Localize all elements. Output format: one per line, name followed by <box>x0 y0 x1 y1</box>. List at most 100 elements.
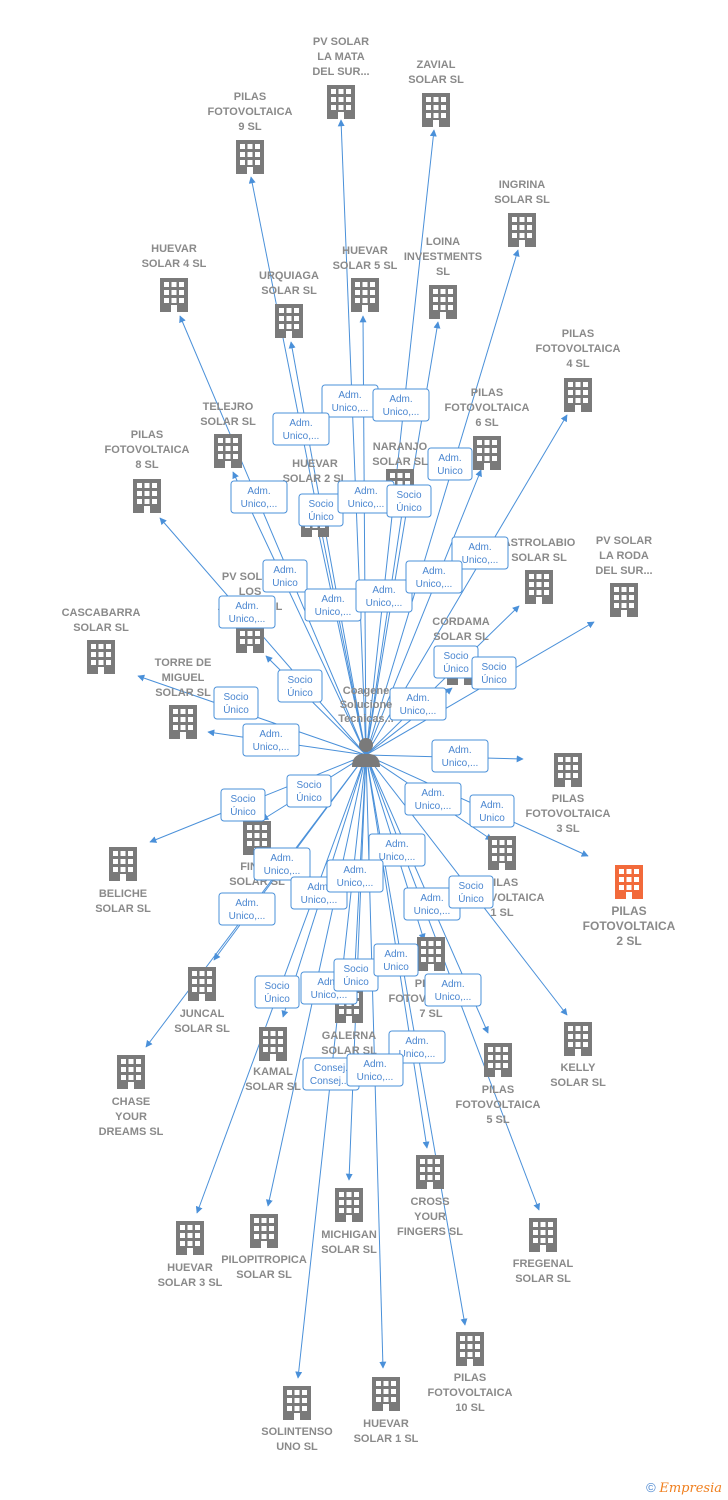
relation-label: Adm.Unico <box>272 565 298 589</box>
edge-huevar-2 <box>315 529 367 756</box>
relation-badge[interactable]: Adm.Unico,... <box>321 384 379 418</box>
relation-badge[interactable]: Adm.Unico,... <box>372 388 430 422</box>
empresia-logo: Empresia <box>659 1481 722 1496</box>
building-icon <box>422 93 450 127</box>
edge-urquiaga <box>288 341 367 756</box>
relation-badge[interactable]: Adm.Unico,... <box>346 1053 404 1087</box>
relation-badge[interactable]: Adm.Unico,... <box>218 892 276 926</box>
relation-badge[interactable]: Adm.Unico,... <box>405 560 463 594</box>
relation-badge[interactable]: Adm.Unico,... <box>304 588 362 622</box>
relation-badge[interactable]: Adm.Unico,... <box>355 579 413 613</box>
building-icon <box>259 1027 287 1061</box>
building-icon <box>488 836 516 870</box>
relation-badge[interactable]: Adm.Unico <box>469 794 515 828</box>
relation-badge[interactable]: Adm.Unico,... <box>337 480 395 514</box>
relation-badge[interactable]: Adm.Unico,... <box>218 595 276 629</box>
relation-badge[interactable]: Adm.Unico,... <box>389 687 447 721</box>
relation-badge[interactable]: Adm.Unico,... <box>242 723 300 757</box>
relation-label: Adm.Unico,... <box>332 390 369 414</box>
edge-pv-solar-la-mata <box>337 119 367 756</box>
relation-badge[interactable]: Consej.Consej.... <box>302 1057 360 1091</box>
footer-brand[interactable]: © Empresia <box>646 1480 722 1496</box>
relation-badge[interactable]: Adm.Unico,... <box>272 412 330 446</box>
relation-badge[interactable]: Adm.Unico <box>262 559 308 593</box>
relation-badge[interactable]: Adm.Unico,... <box>253 847 311 881</box>
building-icon <box>610 583 638 617</box>
building-icon <box>484 1043 512 1077</box>
relation-badge[interactable]: Adm.Unico,... <box>424 973 482 1007</box>
relation-badge[interactable]: Adm.Unico,... <box>451 536 509 570</box>
relation-badge[interactable]: Adm.Unico,... <box>431 739 489 773</box>
building-icon <box>117 1055 145 1089</box>
relation-badge[interactable]: Adm.Unico,... <box>230 480 288 514</box>
relation-label: Adm.Unico,... <box>229 898 266 922</box>
relation-badge[interactable]: Adm.Unico,... <box>368 833 426 867</box>
relation-label: Adm.Unico,... <box>253 729 290 753</box>
edge-pilas-9 <box>248 176 367 756</box>
building-icon <box>275 304 303 338</box>
relation-badge[interactable]: Adm.Unico,... <box>326 859 384 893</box>
relation-badge[interactable]: Adm.Unico <box>373 943 419 977</box>
relation-badge[interactable]: Adm.Unico <box>427 447 473 481</box>
relation-badge[interactable]: Adm.Unico,... <box>404 782 462 816</box>
relation-label: Adm.Unico,... <box>379 839 416 863</box>
building-icon <box>525 570 553 604</box>
